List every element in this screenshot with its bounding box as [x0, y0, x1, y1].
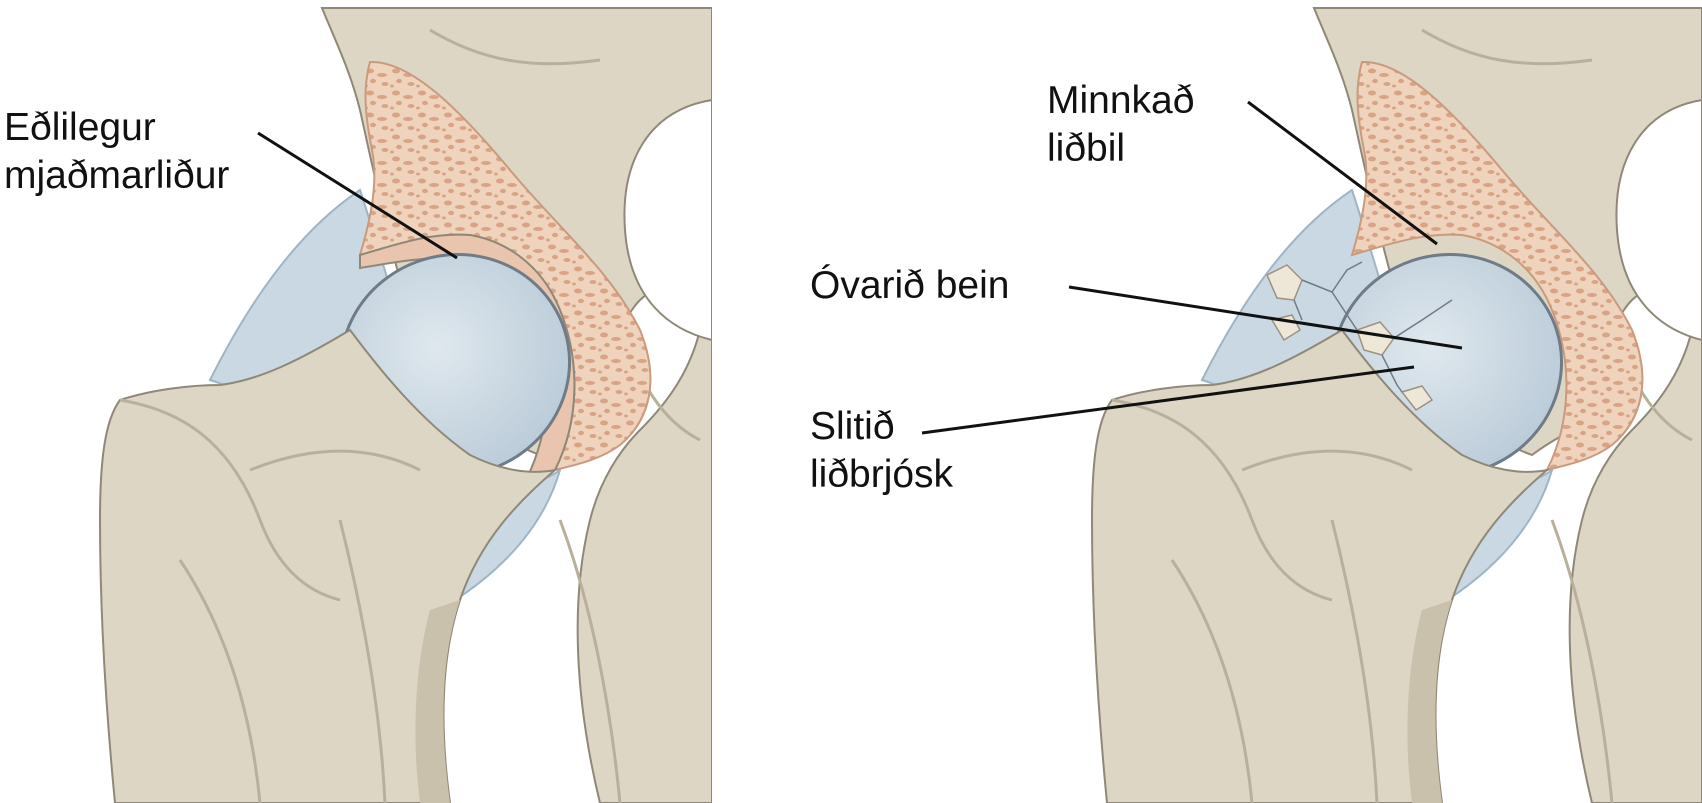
label-worn-cartilage: Slitið liðbrjósk	[810, 403, 953, 499]
leader-line-exposed-bone	[1068, 285, 1463, 350]
label-reduced-joint-space: Minnkað liðbil	[1047, 77, 1194, 173]
femur-shadow	[415, 600, 460, 803]
obturator-foramen	[623, 98, 712, 342]
leader-line-worn-cartilage	[921, 365, 1415, 435]
label-line: mjaðmarliður	[4, 154, 230, 197]
label-line: Slitið	[810, 405, 895, 448]
exposed-bone-patches	[1266, 264, 1434, 411]
label-line: Óvarið bein	[810, 264, 1010, 307]
label-line: Eðlilegur	[4, 106, 156, 149]
osteoarthritic-hip-illustration	[1090, 7, 1702, 803]
label-line: liðbrjósk	[810, 453, 954, 496]
leader-lines	[257, 100, 1463, 435]
acetabulum-spongy-bone	[1350, 60, 1644, 472]
leader-line-normal-joint	[257, 131, 458, 260]
greater-trochanter	[119, 398, 421, 803]
label-line: Minnkað	[1047, 79, 1195, 122]
greater-trochanter	[1111, 398, 1413, 803]
label-exposed-bone: Óvarið bein	[810, 262, 1009, 310]
obturator-foramen	[1615, 98, 1702, 342]
normal-hip-illustration	[98, 7, 712, 803]
cartilage-cracks	[1293, 261, 1453, 393]
leader-line-narrowed-space	[1247, 100, 1438, 246]
label-normal-hip-joint: Eðlilegur mjaðmarliður	[4, 104, 229, 200]
femur-shadow	[1407, 600, 1452, 803]
panel-divider	[712, 0, 1002, 803]
label-line: liðbil	[1047, 127, 1126, 170]
